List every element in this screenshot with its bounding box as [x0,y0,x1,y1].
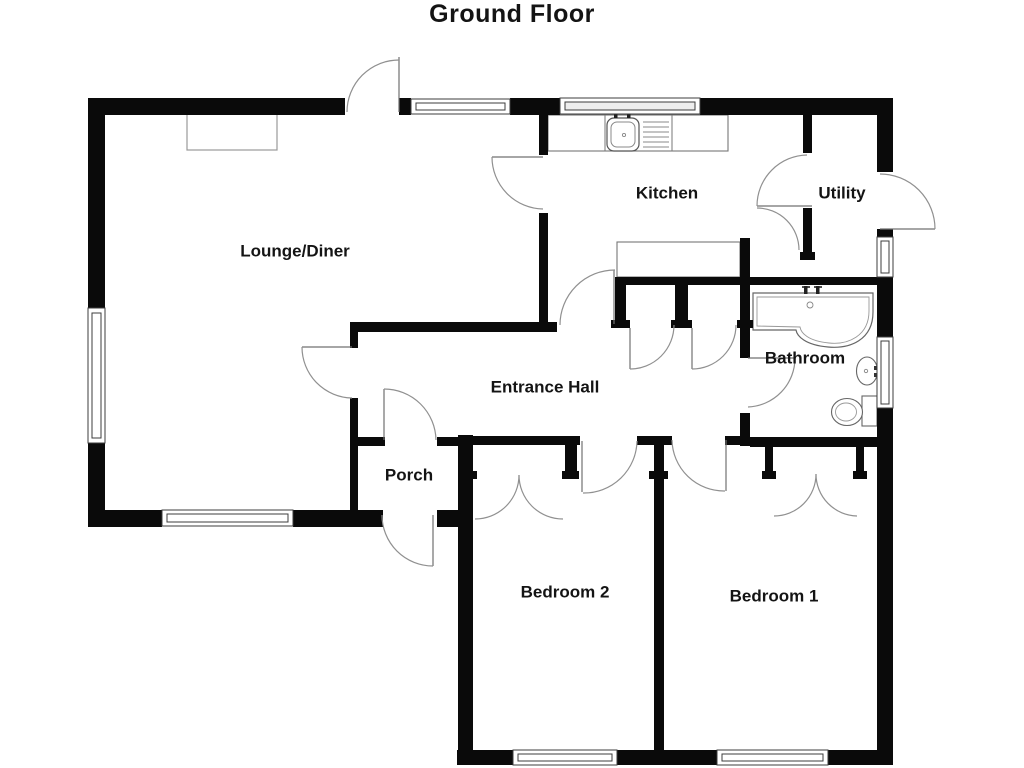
door-utility-external [879,173,936,230]
window-top-lounge [410,98,511,115]
door-hall-kitchen [559,269,616,326]
room-label-bedroom1: Bedroom 1 [729,586,819,606]
window-bedroom2 [512,749,618,766]
kitchen-fixtures [547,110,741,278]
interior-walls [350,115,893,750]
window-utility [876,236,894,278]
door-lounge-hall [301,346,353,399]
bathroom-fixtures [752,286,879,427]
bathtub-icon [752,286,874,348]
door-front-entrance [381,514,434,567]
chimney-breast [186,112,278,151]
door-cupboard-2 [691,324,737,370]
window-bedroom1 [716,749,829,766]
drainer-icon [643,121,669,148]
room-label-bedroom2: Bedroom 2 [520,582,610,602]
window-lounge-south [161,509,294,527]
kitchen-counter-bottom [616,241,741,278]
page-title: Ground Floor [429,0,595,28]
room-label-porch: Porch [384,465,434,485]
window-kitchen [559,97,701,115]
windows [87,97,894,766]
window-bathroom [876,336,894,409]
exterior-walls [88,98,893,765]
door-porch-hall [383,388,437,441]
room-label-kitchen: Kitchen [635,183,699,203]
doors [301,57,936,567]
room-label-bathroom: Bathroom [764,348,846,368]
door-bedroom2-wardrobe [474,474,564,520]
lounge-fixtures [186,112,278,151]
door-kitchen-utility [756,154,812,251]
door-lounge-external [346,57,400,113]
room-label-lounge: Lounge/Diner [240,241,350,261]
door-kitchen-lounge [491,156,544,210]
toilet-icon [830,395,878,427]
door-bedroom1 [671,439,727,492]
door-bedroom1-wardrobe [773,473,858,517]
room-label-entrance-hall: Entrance Hall [490,377,600,397]
door-cupboard-1 [629,324,675,370]
room-label-utility: Utility [818,183,866,203]
door-bedroom2 [581,440,638,494]
window-lounge-west [87,307,106,444]
door-bathroom [747,357,796,408]
basin-icon [855,356,879,386]
